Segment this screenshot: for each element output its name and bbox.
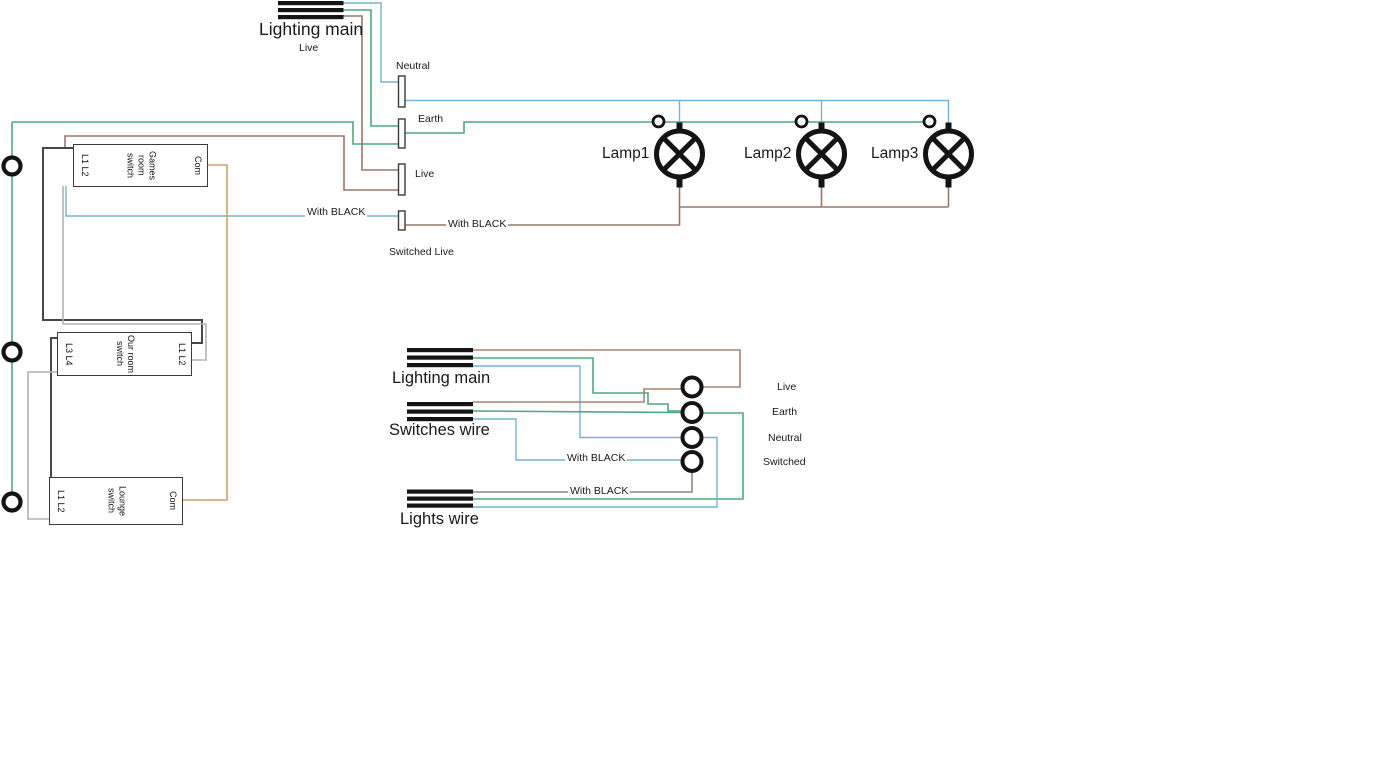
- cable-bar: [407, 363, 473, 368]
- earth-connector-block: [397, 118, 406, 149]
- games-room-com-terminal: Com: [193, 155, 203, 175]
- wire-switched-return: [65, 186, 399, 217]
- bottom-lighting-main-label: Lighting main: [392, 369, 491, 387]
- cable-bar: [407, 409, 473, 414]
- junction-switched-terminal: [680, 450, 704, 473]
- wire-live-feed-switches: [64, 135, 399, 191]
- with-black-switches-wire-label: With BLACK: [565, 452, 628, 464]
- wire-main-live-in: [343, 15, 399, 171]
- lounge-earth-terminal: [1, 491, 23, 513]
- wire-switches-earth: [472, 410, 684, 414]
- junction-earth-terminal: [680, 401, 704, 424]
- lighting-main-cable-bars: [278, 1, 344, 20]
- lounge-left-terminals: L1 L2: [56, 489, 66, 513]
- lamp1-earth-terminal: [651, 114, 666, 129]
- junction-live-label: Live: [777, 381, 797, 393]
- games-room-left-terminals: L1 L2: [80, 154, 90, 177]
- wire-lights-earth: [473, 412, 744, 500]
- lamp-cross: [661, 136, 698, 172]
- wire-com-link: [183, 164, 228, 501]
- wire-lights-switched: [473, 471, 693, 493]
- bottom-lighting-main-bars: [407, 348, 473, 368]
- wire-bottom-main-earth: [473, 357, 683, 412]
- junction-earth-label: Earth: [772, 406, 798, 418]
- cable-bar: [407, 496, 473, 501]
- lamp-cross: [803, 136, 840, 172]
- wire-strap-black-our-lounge: [50, 337, 57, 477]
- wire-neutral-lamp-bus: [405, 99, 950, 124]
- lounge-switch-name: Lounge switch: [106, 485, 128, 517]
- with-black-lamp-feed-label: With BLACK: [446, 218, 509, 230]
- cable-bar: [407, 503, 473, 508]
- neutral-connector-block: [397, 75, 406, 108]
- junction-neutral-terminal: [680, 426, 704, 449]
- cable-bar: [278, 15, 344, 20]
- wire-lights-neutral: [473, 436, 718, 508]
- lighting-main-title: Lighting main: [259, 19, 364, 39]
- cable-bar: [407, 489, 473, 494]
- with-black-lights-wire-label: With BLACK: [568, 485, 631, 497]
- cable-bar: [278, 8, 344, 13]
- lamp-cross: [930, 136, 967, 172]
- junction-switched-label: Switched: [763, 456, 806, 468]
- neutral-connector-label: Neutral: [396, 60, 430, 72]
- lamp2-earth-terminal: [794, 114, 809, 129]
- switches-wire-label: Switches wire: [389, 421, 490, 439]
- switched-live-connector-block: [397, 210, 406, 231]
- wire-bottom-main-live: [473, 349, 741, 388]
- wire-main-neutral-in: [343, 2, 398, 83]
- cable-bar: [407, 355, 473, 360]
- wire-main-earth-in: [343, 9, 399, 127]
- lighting-main-live-core-label: Live: [299, 42, 319, 54]
- switches-wire-bars: [407, 402, 473, 422]
- wire-earth-lamp-bus: [405, 121, 930, 134]
- games-room-switch-box: L1 L2 Games room switch Com: [73, 144, 208, 187]
- our-room-switch-box: L3 L4 Our room switch L1 L2: [57, 332, 192, 376]
- lounge-switch-box: L1 L2 Lounge switch Com: [49, 477, 183, 525]
- lamp3-label: Lamp3: [871, 145, 919, 162]
- lamp2-label: Lamp2: [744, 145, 792, 162]
- cable-bar: [407, 402, 473, 407]
- live-connector-block: [397, 163, 406, 196]
- junction-neutral-label: Neutral: [768, 432, 802, 444]
- lights-wire-bars: [407, 489, 473, 508]
- our-room-switch-name: Our room switch: [115, 334, 136, 373]
- wire-strap-gray-games-our: [62, 186, 207, 361]
- with-black-switch-feed-label: With BLACK: [305, 206, 368, 218]
- wire-strap-black-games-our: [42, 147, 203, 344]
- wire-switches-live: [473, 388, 683, 403]
- our-room-earth-terminal: [1, 341, 23, 363]
- our-room-left-terminals: L3 L4: [64, 342, 74, 366]
- wire-strap-gray-our-lounge: [27, 371, 57, 520]
- games-room-switch-name: Games room switch: [125, 150, 158, 180]
- junction-live-terminal: [680, 375, 704, 399]
- games-room-earth-terminal: [1, 155, 23, 177]
- lamp2-symbol: [796, 122, 847, 188]
- lamp1-symbol: [654, 122, 705, 188]
- our-room-right-terminals: L1 L2: [177, 342, 187, 366]
- cable-bar: [407, 417, 473, 422]
- lamp1-label: Lamp1: [602, 145, 650, 162]
- cable-bar: [278, 1, 344, 6]
- earth-connector-label: Earth: [418, 113, 444, 125]
- lamp3-symbol: [923, 122, 974, 188]
- cable-bar: [407, 348, 473, 353]
- wire-left-earth-run: [12, 121, 399, 145]
- lounge-com-terminal: Com: [168, 491, 178, 511]
- lights-wire-label: Lights wire: [400, 510, 479, 528]
- switched-live-connector-label: Switched Live: [389, 246, 454, 258]
- live-connector-label: Live: [415, 168, 435, 180]
- lamp3-earth-terminal: [922, 114, 937, 129]
